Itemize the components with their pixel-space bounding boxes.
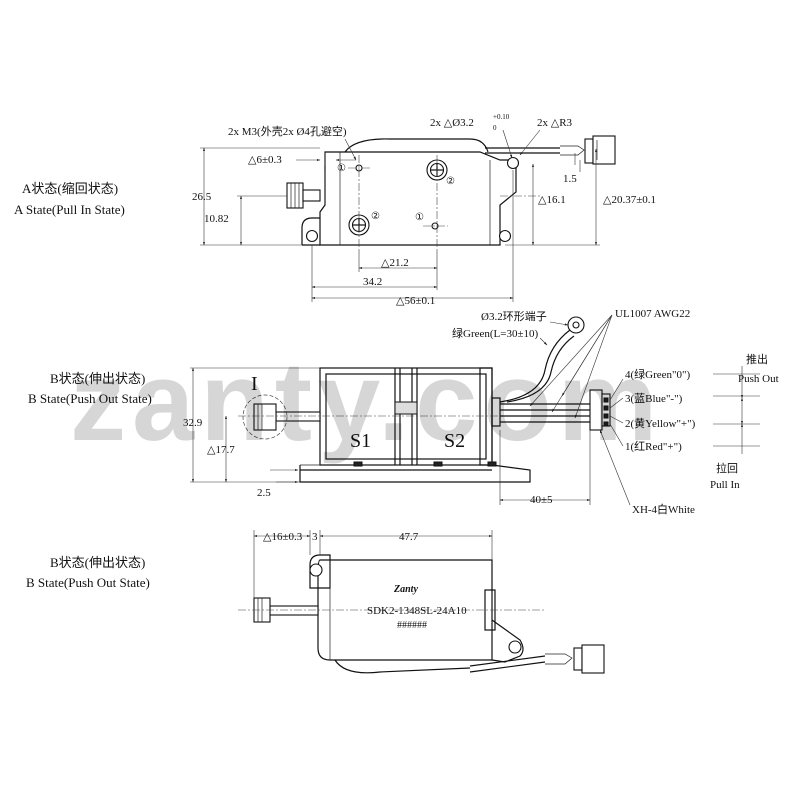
dim-h10-82: 10.82	[204, 213, 229, 225]
model-label: SDK2-1348SL-24A10	[367, 605, 467, 617]
label-green-wire: 绿Green(L=30±10)	[452, 326, 538, 340]
view-a-dimensions: 2x M3(外壳2x Ø4孔避空) 2x △Ø3.2 +0.10 0 2x △R…	[192, 113, 656, 307]
detail-label: I	[251, 373, 258, 395]
dim-d34-2: 34.2	[363, 276, 382, 288]
dim-h32-9: 32.9	[183, 417, 203, 429]
coil-s2: S2	[444, 430, 465, 452]
dim-hole: 2x △Ø3.2	[430, 117, 474, 129]
dim-h17-7: △17.7	[207, 444, 235, 456]
dim-r3: 2x △R3	[537, 117, 573, 129]
dim-hole-tol-top: +0.10	[493, 113, 510, 121]
label-connector: XH-4白White	[632, 502, 695, 516]
pull-in-en: Pull In	[710, 479, 740, 491]
view-a-label-cn: A状态(缩回状态)	[22, 181, 118, 196]
marker-2b: ②	[371, 211, 380, 222]
pin-2: 2(黄Yellow"+")	[625, 416, 696, 430]
view-b2-label-cn: B状态(伸出状态)	[50, 555, 145, 570]
view-b1-label-cn: B状态(伸出状态)	[50, 371, 145, 386]
dim-h26-5: 26.5	[192, 191, 212, 203]
dim-h16-1: △16.1	[538, 194, 566, 206]
dim-d47-7: 47.7	[399, 531, 419, 543]
view-b-top-dimensions: △16±0.3 3 47.7	[253, 530, 493, 598]
dim-d56: △56±0.1	[396, 295, 435, 307]
view-b-side-dimensions: 32.9 △17.7 2.5 40±5 Ø3.2环形端子 绿Green(L=30…	[183, 308, 779, 516]
pin-3: 3(蓝Blue"-")	[625, 392, 683, 405]
watermark: zanty.com	[70, 339, 663, 464]
view-b1-label-en: B State(Push Out State)	[28, 391, 152, 406]
view-b-side-body: I S1 S2	[238, 316, 611, 483]
marker-1a: ①	[337, 163, 346, 174]
dim-m3: 2x M3(外壳2x Ø4孔避空)	[228, 124, 347, 138]
dim-hole-tol-bot: 0	[493, 124, 497, 132]
view-b2-label-en: B State(Push Out State)	[26, 575, 150, 590]
brand-label: Zanty	[393, 584, 418, 595]
label-terminal: Ø3.2环形端子	[481, 310, 547, 323]
dim-1-5: 1.5	[563, 173, 577, 185]
coil-s1: S1	[350, 430, 371, 452]
marker-2a: ②	[446, 176, 455, 187]
view-a-label-en: A State(Pull In State)	[14, 202, 125, 217]
push-out-en: Push Out	[738, 373, 779, 385]
view-a-body: ① ② ② ①	[286, 135, 616, 250]
view-b-side: B状态(伸出状态) B State(Push Out State)	[28, 308, 779, 516]
dim-d6: △6±0.3	[248, 154, 282, 166]
dim-d16: △16±0.3	[263, 531, 303, 543]
dim-d40: 40±5	[530, 494, 553, 506]
dim-d3: 3	[312, 531, 318, 543]
marker-1b: ①	[415, 212, 424, 223]
label-wire-spec: UL1007 AWG22	[615, 308, 690, 320]
view-b-top-body: Zanty SDK2-1348SL-24A10 ######	[238, 554, 605, 674]
view-a-state: A状态(缩回状态) A State(Pull In State)	[14, 113, 656, 307]
pin-4: 4(绿Green"0")	[625, 367, 691, 381]
pin-1: 1(红Red"+")	[625, 440, 682, 453]
pull-in-cn: 拉回	[716, 461, 738, 475]
dim-h20-37: △20.37±0.1	[603, 194, 656, 206]
dim-d21-2: △21.2	[381, 257, 409, 269]
serial-label: ######	[397, 620, 427, 631]
dim-d2-5: 2.5	[257, 487, 271, 499]
push-out-cn: 推出	[746, 352, 768, 366]
view-b-top: B状态(伸出状态) B State(Push Out State) Zanty …	[26, 530, 605, 674]
